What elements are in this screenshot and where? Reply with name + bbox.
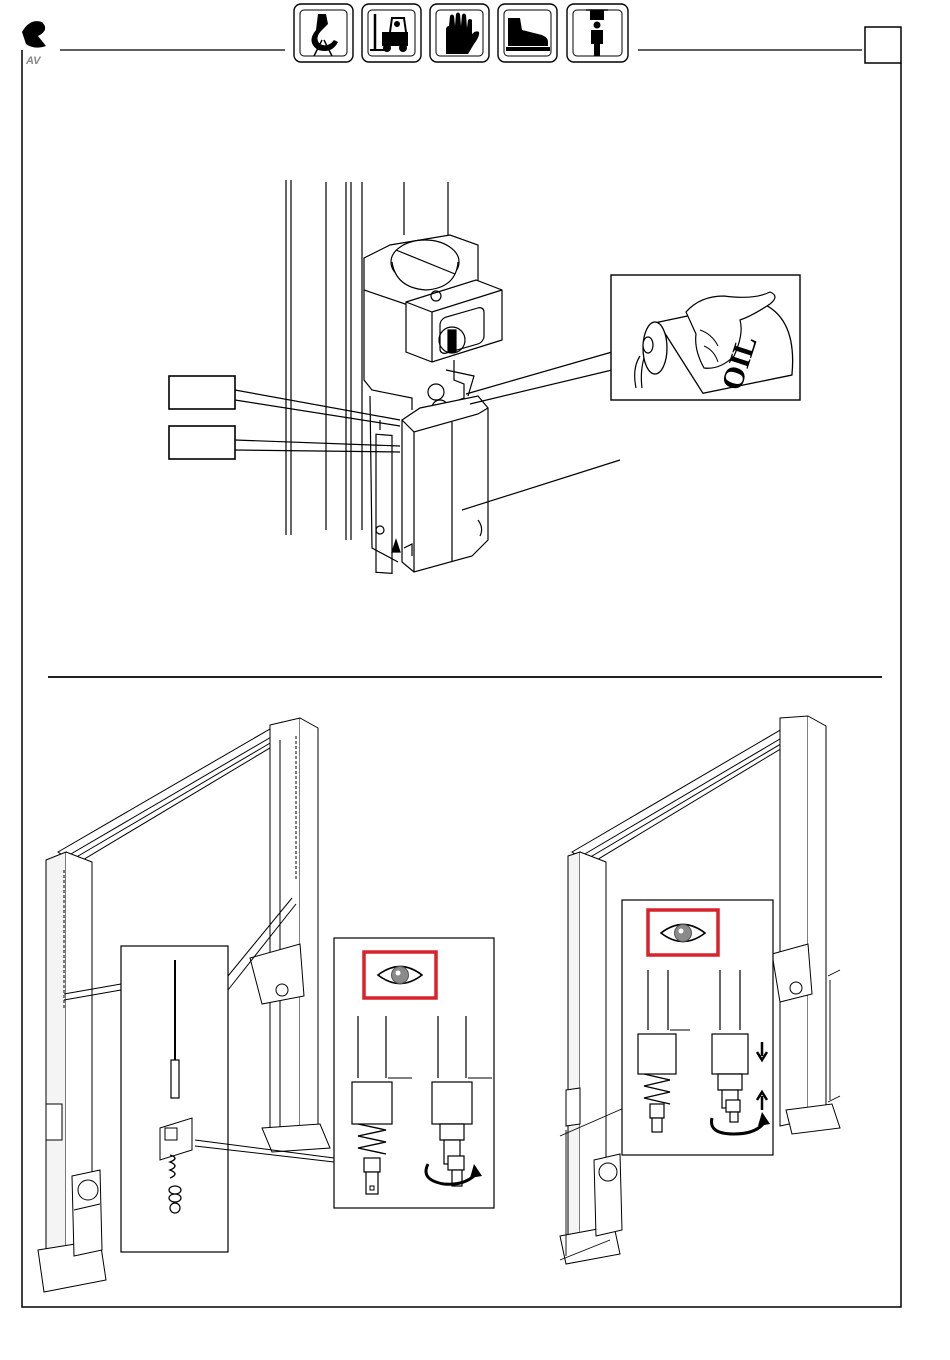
page-number-box — [865, 27, 901, 63]
brand-logo: AV — [22, 21, 46, 67]
gloves-icon — [430, 4, 489, 62]
person-load-icon — [567, 4, 628, 62]
forklift-icon — [362, 4, 421, 62]
callout-box-1 — [169, 376, 235, 409]
callout-box-2 — [169, 426, 235, 459]
logo-text: AV — [25, 55, 42, 67]
oil-filling-inset: OIL — [611, 275, 800, 400]
spring-inspection-inset-left — [334, 938, 494, 1208]
safety-shoes-icon — [498, 4, 557, 62]
hydraulic-power-unit-figure — [286, 180, 502, 573]
hook-crane-icon — [294, 4, 353, 62]
spring-inspection-inset-right — [622, 900, 773, 1155]
